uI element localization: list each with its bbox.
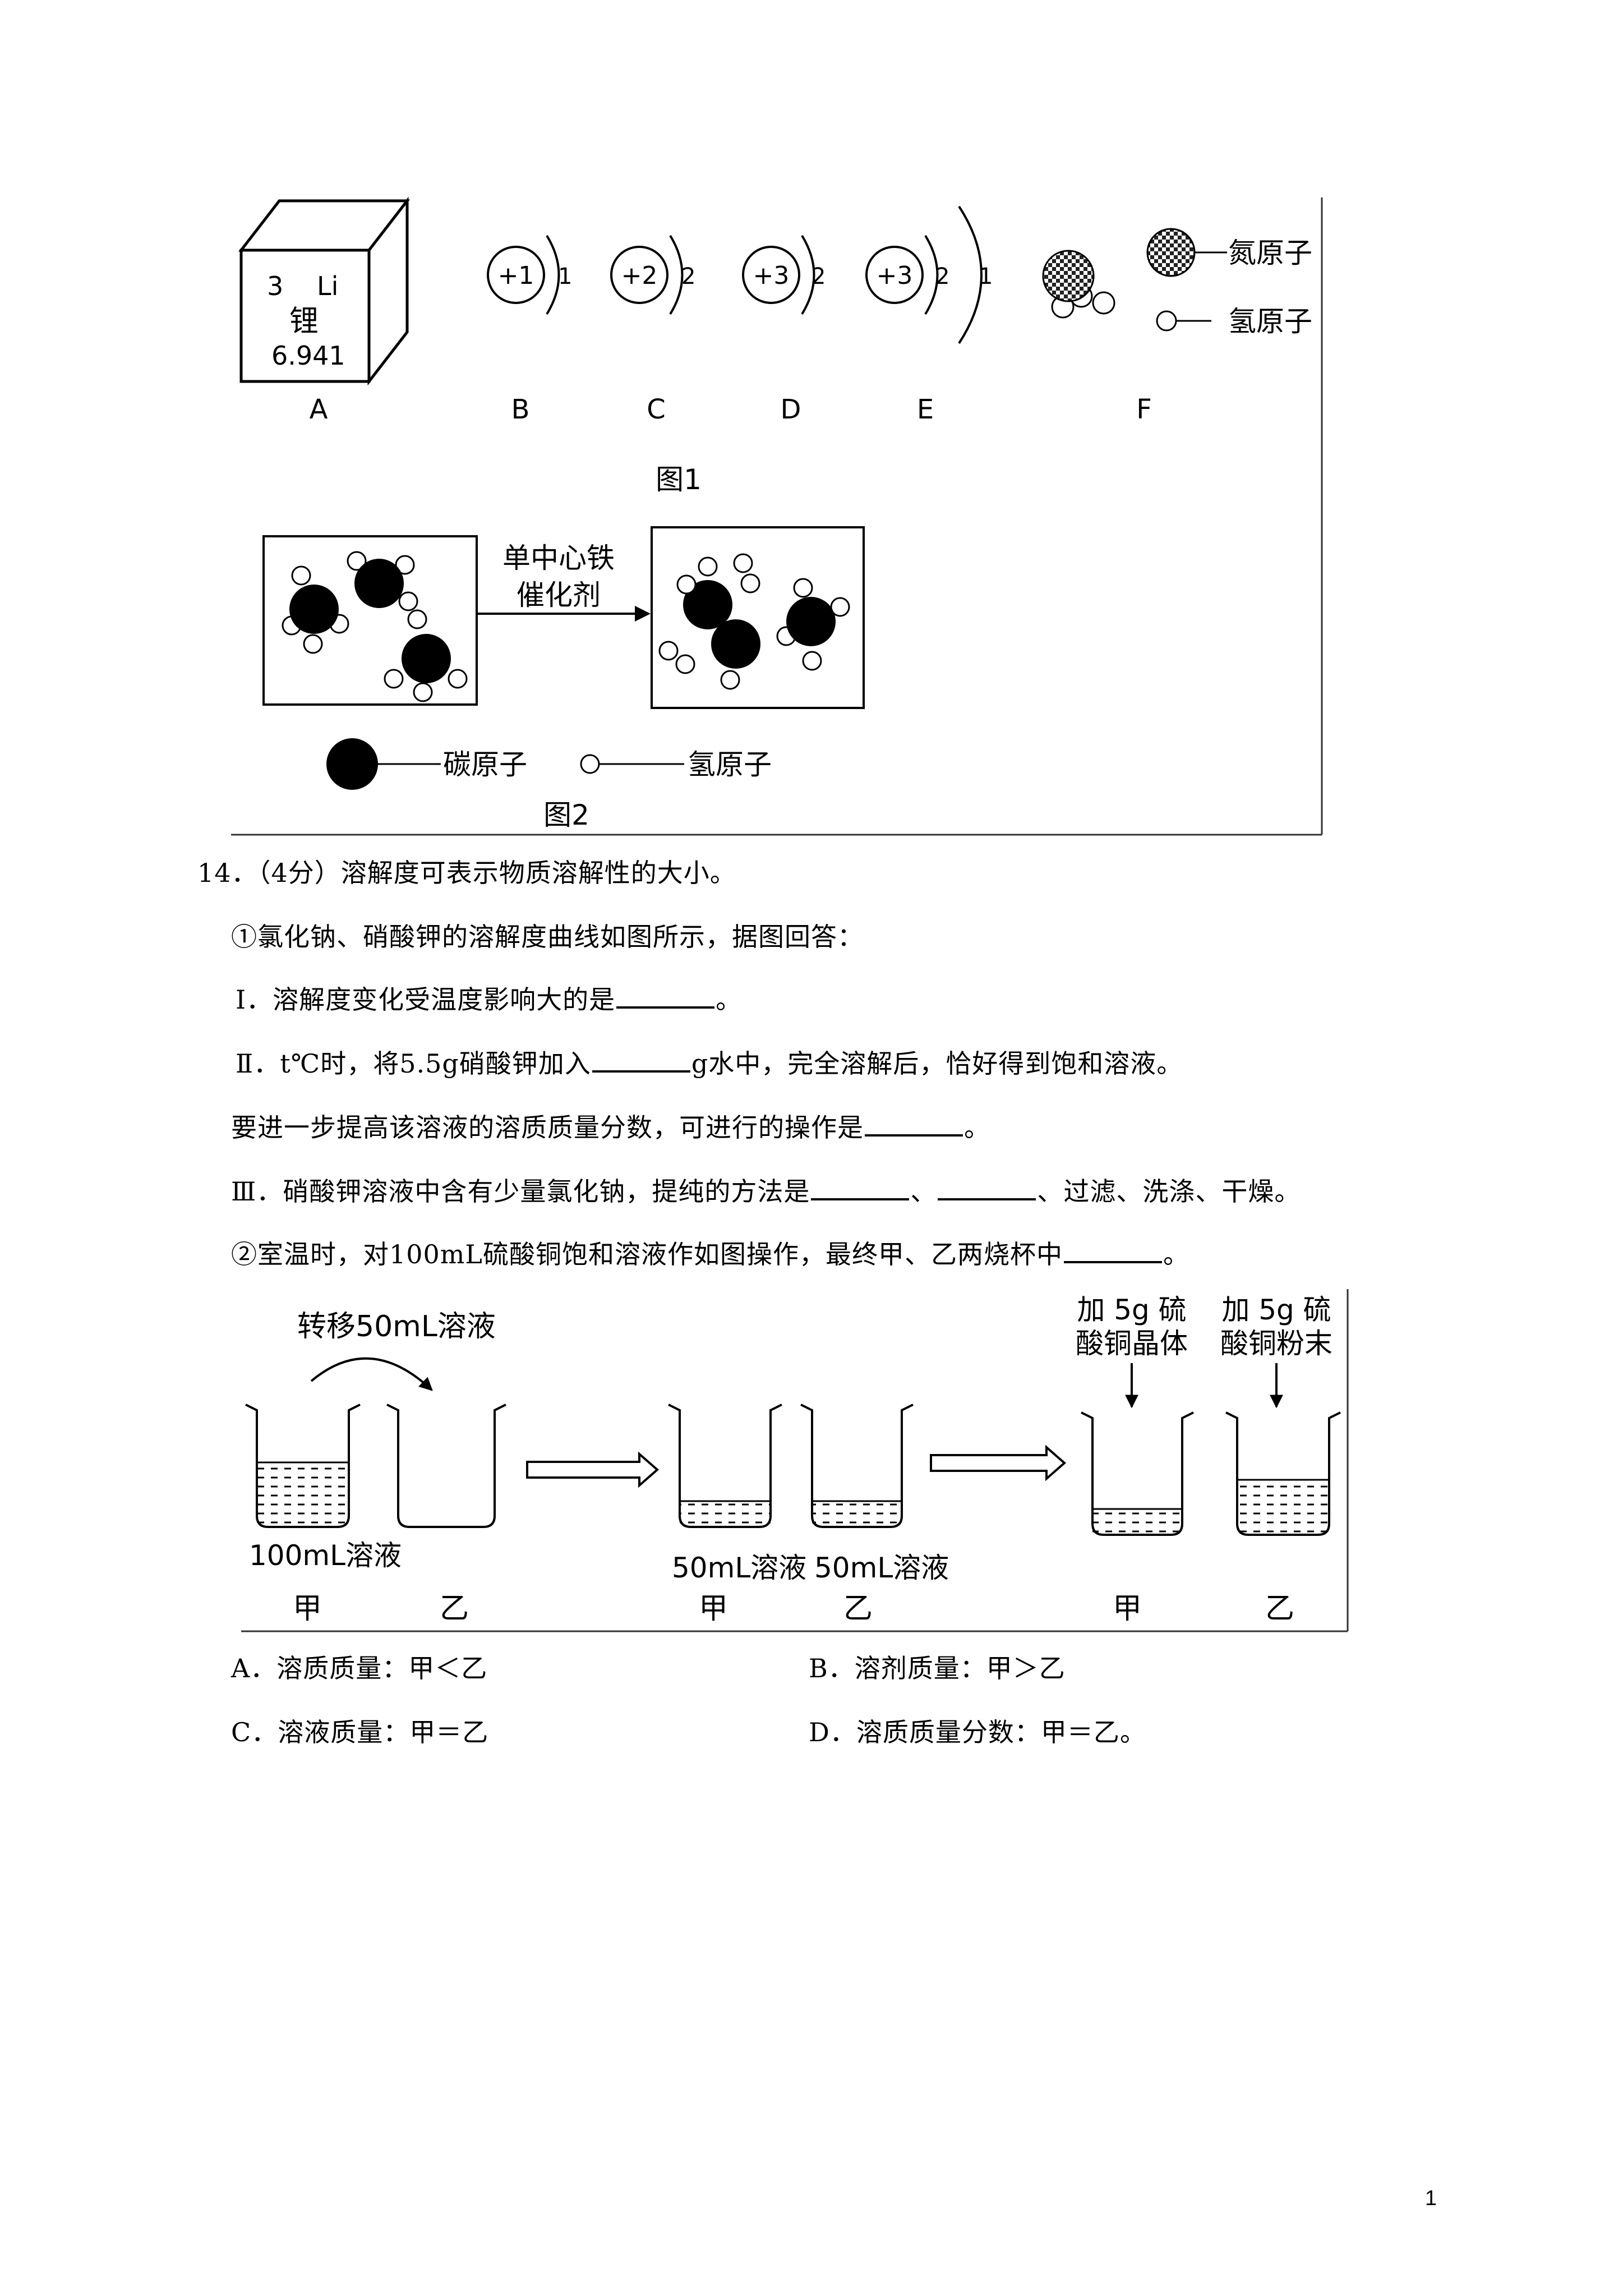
element-cube: 3 Li 锂 6.941 (238, 196, 411, 386)
legend-fig2: 碳原子 氢原子 (326, 738, 772, 790)
label-a: A (310, 394, 328, 425)
beaker-jia-100ml (245, 1404, 361, 1528)
label-yi-3: 乙 (1265, 1592, 1294, 1626)
label-jia-3: 甲 (1113, 1592, 1142, 1626)
answer-blank[interactable] (938, 1176, 1036, 1200)
volume-50ml-yi: 50mL溶液 (814, 1552, 949, 1584)
product-methane (776, 578, 850, 671)
product-ethane (658, 553, 760, 690)
shell-electrons: 1 (558, 264, 572, 289)
label-c: C (647, 394, 666, 425)
answer-blank[interactable] (811, 1176, 910, 1200)
question-stem: 14．（4分）溶解度可表示物质溶解性的大小。 (197, 858, 736, 888)
shell-electrons-inner: 2 (935, 264, 949, 289)
process-arrow-1 (526, 1451, 660, 1488)
element-mass: 6.941 (271, 341, 345, 371)
transfer-label: 转移50mL溶液 (297, 1310, 496, 1343)
question-part2: ②室温时，对100mL硫酸铜饱和溶液作如图操作，最终甲、乙两烧杯中。 (231, 1239, 1189, 1269)
reactant-methane-3 (384, 609, 468, 702)
add-crystal-line1: 加 5g 硫 (1077, 1294, 1186, 1326)
figure1-caption: 图1 (656, 463, 702, 496)
legend-fig1: 氮原子 氢原子 (1146, 228, 1312, 338)
label-b: B (511, 394, 530, 425)
process-arrow-2 (930, 1444, 1067, 1481)
shell-electrons: 2 (681, 264, 695, 289)
answer-blank[interactable] (865, 1112, 963, 1137)
shell-electrons-outer: 1 (979, 264, 993, 289)
option-c[interactable]: C．溶液质量：甲＝乙 (231, 1717, 489, 1747)
nucleus-charge: +2 (621, 261, 658, 290)
label-d: D (781, 394, 801, 425)
atom-structure-c: +2 2 (610, 234, 695, 315)
question-part1: ①氯化钠、硝酸钾的溶解度曲线如图所示，据图回答： (231, 922, 864, 952)
atom-structure-e: +3 2 1 (865, 205, 993, 344)
question-i: Ⅰ．溶解度变化受温度影响大的是。 (236, 984, 743, 1015)
label-jia-1: 甲 (293, 1592, 322, 1626)
option-b[interactable]: B．溶剂质量：甲＞乙 (809, 1653, 1066, 1683)
question-ii-2: 要进一步提高该溶液的溶质质量分数，可进行的操作是。 (231, 1112, 990, 1143)
atom-structure-b: +1 1 (487, 234, 572, 315)
nucleus-charge: +1 (498, 261, 534, 290)
nucleus-charge: +3 (753, 261, 790, 290)
shell-electrons: 2 (811, 264, 826, 289)
answer-blank[interactable] (1063, 1239, 1162, 1263)
page-number: 1 (1424, 2187, 1437, 2210)
legend-nitrogen: 氮原子 (1228, 237, 1312, 269)
legend-hydrogen: 氢原子 (1228, 305, 1312, 338)
add-crystal-line2: 酸铜晶体 (1076, 1327, 1188, 1360)
hydrogen-atom-icon (1156, 310, 1177, 332)
beaker-yi-empty (386, 1404, 506, 1528)
figure-3-beakers: 转移50mL溶液 100mL溶液 甲 乙 50mL溶液 50mL溶液 甲 乙 加… (241, 1289, 1349, 1632)
option-a[interactable]: A．溶质质量：甲＜乙 (231, 1653, 488, 1683)
atom-structure-d: +3 2 (742, 234, 826, 315)
add-powder-line2: 酸铜粉末 (1220, 1327, 1332, 1360)
beaker-jia-50ml (668, 1404, 782, 1528)
answer-blank[interactable] (592, 1048, 690, 1073)
figure-1-2: 3 Li 锂 6.941 +1 1 +2 2 +3 2 +3 2 1 (231, 196, 1323, 836)
label-yi-2: 乙 (843, 1592, 873, 1626)
catalyst-label-line1: 单中心铁 (502, 542, 615, 574)
catalyst-label-line2: 催化剂 (517, 579, 601, 611)
transfer-arrow (310, 1357, 433, 1391)
label-jia-2: 甲 (699, 1592, 728, 1626)
product-hydrogen-molecule (676, 574, 697, 595)
legend-hydrogen-2: 氢原子 (688, 748, 772, 781)
reactant-methane-1 (282, 565, 349, 654)
hydrogen-atom-icon (580, 754, 600, 774)
option-d[interactable]: D．溶质质量分数：甲＝乙。 (809, 1717, 1146, 1747)
add-powder-line1: 加 5g 硫 (1221, 1294, 1331, 1326)
carbon-atom-icon (326, 738, 378, 790)
beaker-jia-crystal (1081, 1411, 1194, 1536)
volume-100ml: 100mL溶液 (249, 1539, 402, 1572)
element-number: 3 (267, 271, 283, 301)
legend-carbon: 碳原子 (443, 748, 527, 781)
nucleus-charge: +3 (877, 261, 913, 290)
label-yi-1: 乙 (440, 1592, 469, 1626)
element-symbol: Li (317, 271, 338, 301)
label-f: F (1136, 394, 1152, 425)
ammonia-molecule (1042, 250, 1115, 319)
volume-50ml-jia: 50mL溶液 (672, 1552, 806, 1584)
reaction-arrow (477, 606, 651, 622)
reactant-methane-2 (347, 551, 418, 611)
beaker-yi-50ml (800, 1404, 914, 1528)
label-e: E (917, 394, 934, 425)
figure2-caption: 图2 (543, 799, 589, 831)
answer-blank[interactable] (616, 984, 715, 1009)
nitrogen-atom-icon (1146, 228, 1196, 277)
element-name: 锂 (289, 305, 319, 338)
beaker-yi-powder (1225, 1411, 1341, 1536)
question-iii: Ⅲ．硝酸钾溶液中含有少量氯化钠，提纯的方法是、、过滤、洗涤、干燥。 (231, 1176, 1301, 1207)
